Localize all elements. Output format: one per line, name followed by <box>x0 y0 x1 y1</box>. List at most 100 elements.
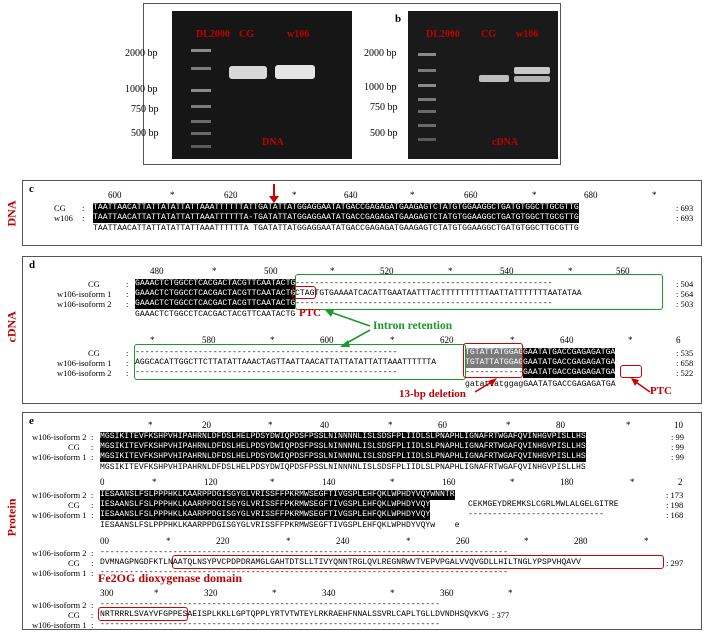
ruler-tick: 540 <box>500 266 514 276</box>
ruler-tick: * <box>390 588 395 598</box>
ruler-tick: * <box>630 477 635 487</box>
seq-name-isoform-2: w106-isoform 2 <box>32 600 87 610</box>
ladder-band <box>191 49 211 52</box>
ladder-band <box>191 89 211 92</box>
ruler-tick: 6 <box>676 335 681 345</box>
panel-b-lane-ladder: DL2000 <box>426 29 460 40</box>
ruler-tick: * <box>330 266 335 276</box>
ruler-tick: 660 <box>464 190 478 200</box>
panel-d-letter: d <box>29 259 36 271</box>
seq-end-cg: : 504 <box>676 279 694 289</box>
seq-cg-exon: GAATATGACCGAGAGATGA <box>523 348 616 358</box>
seq-colon: : <box>91 548 94 558</box>
seq-isoform-1-exon: GAAACTCTGGCCTCACGACTACGTTCAATACTG <box>135 289 296 299</box>
seq-name-cg: CG <box>68 442 80 452</box>
ruler-tick: 220 <box>216 536 230 546</box>
ruler-tick: 40 <box>320 420 329 430</box>
seq-name-isoform-1: w106-isoform 1 <box>32 510 87 520</box>
ruler-tick: 300 <box>100 588 114 598</box>
seq-consensus: IESAANSLFSLPPPHKLKAARPPDGISGYGLVRISSFFPK… <box>100 521 460 530</box>
seq-end: : 99 <box>671 432 684 442</box>
seq-colon: : <box>91 610 94 620</box>
panel-c-side-label: DNA <box>4 200 19 227</box>
seq-consensus: gatattatggagGAATATGACCGAGAGATGA <box>465 380 616 389</box>
seq-cg-gap: ----------------------------------------… <box>295 279 553 288</box>
ruler-tick: * <box>510 335 515 345</box>
ruler-tick: 680 <box>584 190 598 200</box>
seq-colon: : <box>91 620 94 630</box>
ruler-tick: * <box>212 266 217 276</box>
seq-colon: : <box>91 432 94 442</box>
w106-dna-band <box>275 65 315 79</box>
ruler-tick: 160 <box>442 477 456 487</box>
ruler-tick: 500 <box>264 266 278 276</box>
ruler-tick: * <box>390 477 395 487</box>
ruler-tick: * <box>532 190 537 200</box>
seq-isoform-1-intron: AGGCACATTGGCTTCTTATATTAAACTAGTTAATTAACAT… <box>135 358 437 367</box>
w106-cdna-band-upper <box>514 67 550 74</box>
ladder-band <box>418 84 436 87</box>
panel-b-lane-cg: CG <box>481 29 496 40</box>
seq-consensus: MGSIKITEVFKSHPVHIPAHRNLDFDSLHELPDSYDWIQP… <box>100 463 586 472</box>
ruler-tick: * <box>628 335 633 345</box>
seq-end: : 168 <box>666 510 684 520</box>
seq-isoform-1-tail: ---------------------------- <box>468 510 604 519</box>
seq-name-cg: CG <box>54 203 66 213</box>
ruler-tick: 640 <box>560 335 574 345</box>
ruler-tick: 360 <box>440 588 454 598</box>
ruler-tick: 580 <box>202 335 216 345</box>
panel-e-side-label: Protein <box>4 498 19 537</box>
seq-end-isoform-2: : 522 <box>676 368 694 378</box>
seq-isoform-1-gap: ----------------------------------------… <box>100 568 508 577</box>
ruler-tick: * <box>524 536 529 546</box>
panel-a-lane-cg: CG <box>239 29 254 40</box>
ruler-tick: 560 <box>616 266 630 276</box>
seq-cg-tail: CEKMGEYDREMKSLCGRLMWLALGELGITRE <box>468 500 619 509</box>
ruler-tick: 640 <box>344 190 358 200</box>
seq-colon: : <box>126 289 129 299</box>
seq-colon: : <box>126 348 129 358</box>
seq-cg-protein: MGSIKITEVFKSHPVHIPAHRNLDFDSLHELPDSYDWIQP… <box>100 442 586 452</box>
ruler-tick: 620 <box>440 335 454 345</box>
ruler-tick: 240 <box>336 536 350 546</box>
intron-arrows-icon <box>325 310 371 347</box>
panel-a-marker-500: 500 bp <box>131 128 159 139</box>
seq-cg-gap: ----------------------------------------… <box>135 348 398 357</box>
ptc-box-2 <box>620 365 642 378</box>
ruler-tick: 520 <box>380 266 394 276</box>
ruler-tick: * <box>410 190 415 200</box>
ladder-band <box>191 132 211 135</box>
seq-name-cg: CG <box>68 610 80 620</box>
ruler-tick: * <box>644 536 649 546</box>
ruler-tick: 280 <box>574 536 588 546</box>
deletion-arrow-icon <box>269 184 279 203</box>
seq-isoform-2-exon: GAAACTCTGGCCTCACGACTACGTTCAATACTG <box>135 299 296 309</box>
ruler-tick: 320 <box>204 588 218 598</box>
ruler-tick: 0 <box>100 477 105 487</box>
ruler-tick: 20 <box>202 420 211 430</box>
seq-name-w106: w106 <box>54 213 73 223</box>
panel-e-letter: e <box>29 415 34 427</box>
ruler-tick: 480 <box>150 266 164 276</box>
panel-b-marker-2000: 2000 bp <box>364 48 397 59</box>
seq-name-isoform-2: w106-isoform 2 <box>32 548 87 558</box>
ruler-tick: * <box>286 536 291 546</box>
seq-consensus: TAATTAACATTATTATATTATTAAATTTTTTA TGATATT… <box>93 224 579 233</box>
seq-isoform-2-gap: ----------------------------------------… <box>100 600 440 609</box>
fe2og-domain-label: Fe2OG dioxygenase domain <box>98 571 243 585</box>
cg-cdna-band <box>479 75 509 82</box>
seq-name-isoform-1: w106-isoform 1 <box>57 358 112 368</box>
panel-d-ruler-1: 480 * 500 * 520 * 540 * 560 <box>150 266 670 278</box>
seq-w106: TAATTAACATTATTATATTATTAAATTTTTTA-TGATATT… <box>93 213 579 223</box>
seq-name-cg: CG <box>68 500 80 510</box>
panel-c-letter: c <box>29 183 34 195</box>
seq-colon: : <box>91 452 94 462</box>
panel-c-ruler: 600 * 620 * 640 * 660 * 680 * <box>108 190 688 202</box>
panel-b-lane-w106: w106 <box>516 29 539 40</box>
ruler-tick: * <box>166 536 171 546</box>
panel-b-gel-image <box>408 11 558 159</box>
ladder-band <box>418 138 436 141</box>
panel-e-ruler-3: 00 * 220 * 240 * 260 * 280 * <box>100 536 680 548</box>
seq-isoform-2-gap: ----------------------------------------… <box>100 548 508 557</box>
seq-colon: : <box>91 500 94 510</box>
